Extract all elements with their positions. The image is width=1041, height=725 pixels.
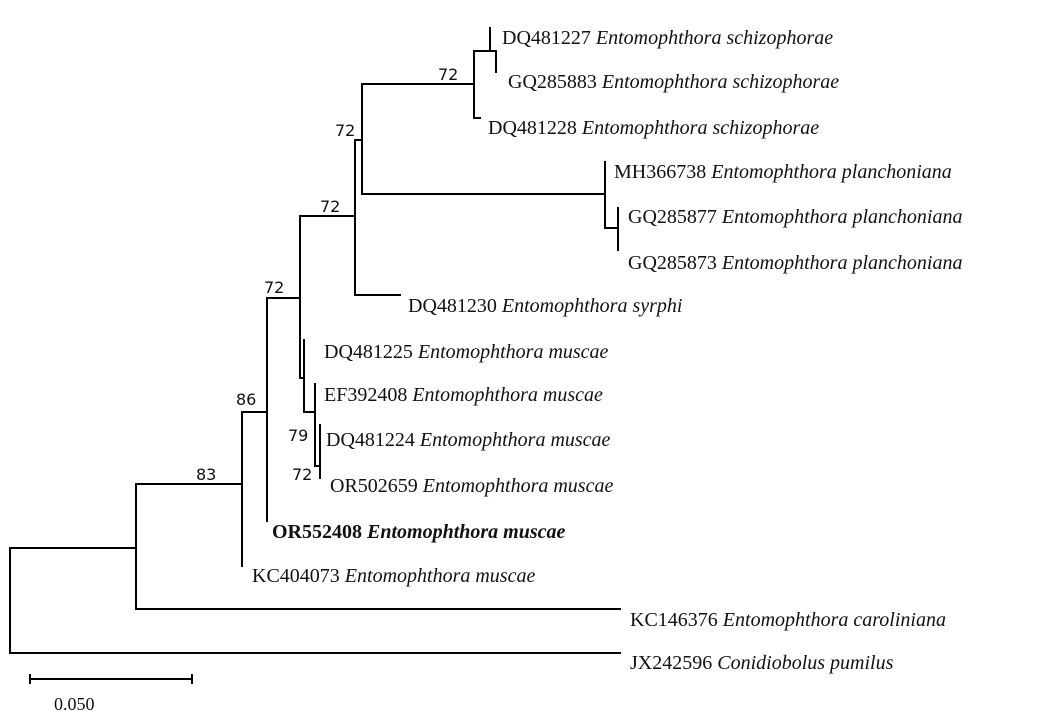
- support-values: 72 72 72 72 86 83 79 72: [196, 65, 458, 484]
- leaf-label-highlighted: OR552408 Entomophthora muscae: [272, 521, 566, 543]
- leaf-species: Entomophthora schizophorae: [601, 71, 839, 93]
- support-value: 72: [292, 465, 312, 484]
- leaf-label: DQ481224 Entomophthora muscae: [326, 429, 611, 451]
- leaf-species: Entomophthora planchoniana: [710, 161, 952, 183]
- leaf-label: DQ481228 Entomophthora schizophorae: [488, 117, 819, 139]
- tree-branches: [9, 27, 621, 654]
- scale-bar-label: 0.050: [54, 694, 95, 714]
- leaf-accession: DQ481227: [502, 27, 591, 49]
- leaf-labels: DQ481227 Entomophthora schizophorae GQ28…: [252, 27, 962, 674]
- leaf-species: Entomophthora caroliniana: [722, 609, 946, 631]
- leaf-accession: OR552408: [272, 521, 362, 543]
- leaf-accession: EF392408: [324, 384, 407, 406]
- leaf-accession: JX242596: [630, 652, 712, 674]
- leaf-species: Entomophthora muscae: [344, 565, 536, 587]
- leaf-label: DQ481225 Entomophthora muscae: [324, 341, 609, 363]
- leaf-species: Entomophthora muscae: [419, 429, 611, 451]
- leaf-label: KC404073 Entomophthora muscae: [252, 565, 535, 587]
- leaf-label: DQ481227 Entomophthora schizophorae: [502, 27, 833, 49]
- leaf-accession: DQ481230: [408, 295, 497, 317]
- leaf-label: OR502659 Entomophthora muscae: [330, 475, 613, 497]
- leaf-accession: KC404073: [252, 565, 340, 587]
- leaf-species: Entomophthora muscae: [422, 475, 614, 497]
- support-value: 86: [236, 390, 256, 409]
- leaf-species: Entomophthora planchoniana: [721, 206, 963, 228]
- leaf-accession: DQ481225: [324, 341, 413, 363]
- leaf-label: GQ285883 Entomophthora schizophorae: [508, 71, 839, 93]
- leaf-accession: GQ285877: [628, 206, 717, 228]
- leaf-species: Entomophthora muscae: [417, 341, 609, 363]
- support-value: 72: [335, 121, 355, 140]
- support-value: 79: [288, 426, 308, 445]
- support-value: 72: [320, 197, 340, 216]
- leaf-accession: OR502659: [330, 475, 418, 497]
- leaf-species: Entomophthora syrphi: [501, 295, 683, 317]
- support-value: 83: [196, 465, 216, 484]
- support-value: 72: [438, 65, 458, 84]
- leaf-accession: GQ285873: [628, 252, 717, 274]
- leaf-label: JX242596 Conidiobolus pumilus: [630, 652, 894, 674]
- leaf-species: Entomophthora planchoniana: [721, 252, 963, 274]
- leaf-label: DQ481230 Entomophthora syrphi: [408, 295, 682, 317]
- leaf-species: Conidiobolus pumilus: [717, 652, 893, 674]
- leaf-species: Entomophthora muscae: [366, 521, 566, 543]
- leaf-species: Entomophthora muscae: [411, 384, 603, 406]
- leaf-label: EF392408 Entomophthora muscae: [324, 384, 603, 406]
- leaf-label: GQ285877 Entomophthora planchoniana: [628, 206, 962, 228]
- leaf-accession: DQ481228: [488, 117, 577, 139]
- leaf-label: MH366738 Entomophthora planchoniana: [614, 161, 952, 183]
- support-value: 72: [264, 278, 284, 297]
- leaf-species: Entomophthora schizophorae: [595, 27, 833, 49]
- leaf-label: KC146376 Entomophthora caroliniana: [630, 609, 946, 631]
- leaf-species: Entomophthora schizophorae: [581, 117, 819, 139]
- scale-bar: 0.050: [29, 674, 193, 714]
- leaf-accession: GQ285883: [508, 71, 597, 93]
- leaf-label: GQ285873 Entomophthora planchoniana: [628, 252, 962, 274]
- leaf-accession: KC146376: [630, 609, 718, 631]
- leaf-accession: DQ481224: [326, 429, 415, 451]
- leaf-accession: MH366738: [614, 161, 706, 183]
